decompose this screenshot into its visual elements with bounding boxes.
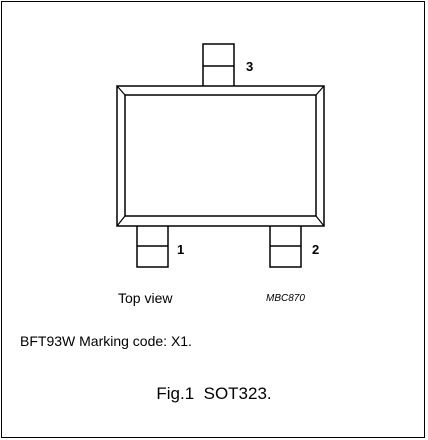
package-body	[116, 85, 325, 227]
pin-1-lead	[136, 223, 169, 268]
pin-2-lead	[269, 223, 302, 268]
pin-2-number: 2	[312, 242, 320, 257]
pin-1-number: 1	[177, 242, 185, 257]
marking-code-text: BFT93W Marking code: X1.	[20, 333, 192, 349]
figure-caption: Fig.1 SOT323.	[156, 384, 272, 403]
drawing-reference: MBC870	[266, 293, 305, 304]
pin-3-lead	[202, 43, 235, 89]
pin-3-number: 3	[246, 59, 254, 74]
view-label: Top view	[118, 290, 173, 306]
